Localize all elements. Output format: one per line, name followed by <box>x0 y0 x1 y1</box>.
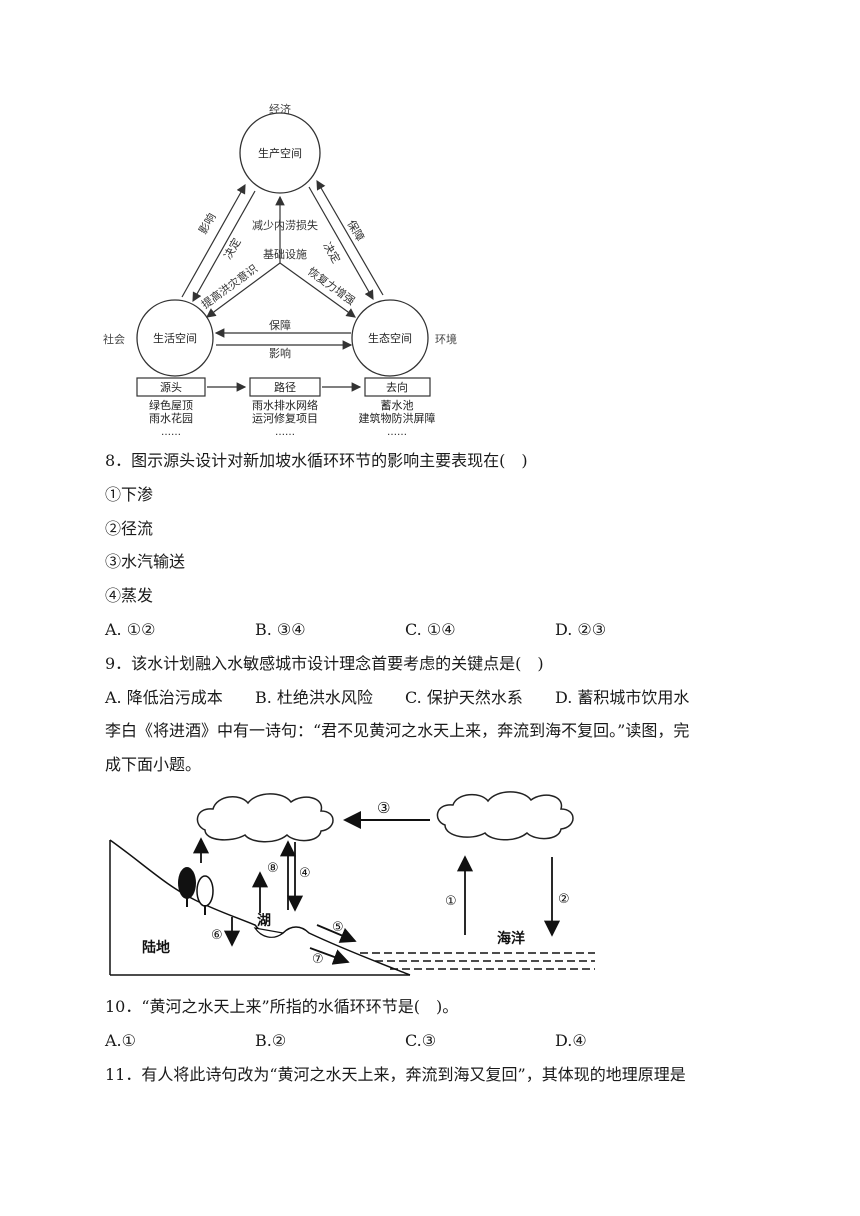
q8-option-d[interactable]: D. ②③ <box>555 620 607 639</box>
q9-stem: 9．该水计划融入水敏感城市设计理念首要考虑的关键点是( ) <box>105 654 544 673</box>
box-path <box>249 377 321 397</box>
arrow-infra-to-living <box>206 262 281 318</box>
label-1: ① <box>445 894 457 909</box>
box-source-label: 源头 <box>160 380 182 394</box>
node-ecology: 生态空间 <box>368 331 412 345</box>
arrow-infra-to-ecology <box>279 262 356 318</box>
q8-item-2: ②径流 <box>105 519 154 538</box>
arrow-7 <box>309 947 350 965</box>
box-source <box>136 377 206 397</box>
label-improve-flood: 提高洪灾意识 <box>199 261 261 311</box>
q8-item-3: ③水汽输送 <box>105 552 186 571</box>
label-bottom-influence: 影响 <box>269 347 291 360</box>
node-production-circle <box>239 112 321 194</box>
tree-1 <box>178 867 196 899</box>
q10-stem: 10．“黄河之水天上来”所指的水循环环节是( )。 <box>105 997 459 1016</box>
node-production: 生产空间 <box>258 146 302 160</box>
city-space-diagram: 经济 社会 环境 生产空间 生活空间 生态空间 影响 决定 保障 决定 减少内涝… <box>103 102 457 438</box>
label-lake: 湖 <box>257 913 271 929</box>
label-bottom-guarantee: 保障 <box>269 318 291 332</box>
path-item-3: …… <box>275 427 295 438</box>
destination-item-2: 建筑物防洪屏障 <box>359 411 436 425</box>
node-living-circle <box>136 299 214 377</box>
water-cycle-diagram: ③ 湖 海洋 陆地 ⑧ ④ ⑥ ⑤ ⑦ ① ② <box>109 791 595 976</box>
box-destination <box>364 377 431 397</box>
node-living: 生活空间 <box>153 331 197 345</box>
arrow-5 <box>316 924 357 943</box>
q8-stem: 8．图示源头设计对新加坡水循环环节的影响主要表现在( ) <box>105 451 528 470</box>
q10-option-b[interactable]: B.② <box>255 1031 287 1050</box>
path-item-2: 运河修复项目 <box>252 411 318 425</box>
intro-line-2: 成下面小题。 <box>105 755 202 774</box>
destination-item-1: 蓄水池 <box>381 399 414 412</box>
q8-item-4: ④蒸发 <box>105 586 154 605</box>
label-decide-left: 决定 <box>220 235 243 261</box>
path-item-1: 雨水排水网络 <box>252 398 318 412</box>
label-society: 社会 <box>103 332 125 346</box>
label-5: ⑤ <box>332 920 344 935</box>
q11-stem: 11．有人将此诗句改为“黄河之水天上来，奔流到海又复回”，其体现的地理原理是 <box>105 1065 686 1084</box>
arrow-ecology-to-production <box>316 179 384 296</box>
label-guarantee-right: 保障 <box>344 218 367 244</box>
label-6: ⑥ <box>211 928 223 943</box>
box-destination-label: 去向 <box>386 380 408 394</box>
label-4: ④ <box>299 866 311 881</box>
label-8: ⑧ <box>267 861 279 876</box>
source-item-1: 绿色屋顶 <box>149 398 193 412</box>
label-infrastructure: 基础设施 <box>263 248 307 261</box>
arrow-living-to-production <box>181 183 246 298</box>
label-7: ⑦ <box>312 952 324 967</box>
cloud-right <box>436 791 574 841</box>
lake <box>253 927 285 938</box>
q9-option-d[interactable]: D. 蓄积城市饮用水 <box>555 688 690 707</box>
label-restore: 恢复力增强 <box>305 264 358 308</box>
node-ecology-circle <box>351 299 429 377</box>
label-land: 陆地 <box>142 939 170 956</box>
source-item-3: …… <box>161 427 181 438</box>
q9-option-a[interactable]: A. 降低治污成本 <box>105 688 223 707</box>
label-2: ② <box>558 892 570 907</box>
arrow-production-to-living <box>192 190 256 303</box>
tree-2 <box>196 875 214 907</box>
q10-option-a[interactable]: A.① <box>105 1031 136 1050</box>
label-economy: 经济 <box>269 102 291 116</box>
label-environment: 环境 <box>435 332 457 346</box>
destination-item-3: …… <box>387 427 407 438</box>
q8-item-1: ①下渗 <box>105 485 154 504</box>
label-ocean: 海洋 <box>497 930 525 947</box>
label-reduce-flood: 减少内涝损失 <box>252 218 318 232</box>
cloud-left <box>196 793 334 843</box>
q10-option-c[interactable]: C.③ <box>405 1031 437 1050</box>
q10-option-d[interactable]: D.④ <box>555 1031 587 1050</box>
intro-line-1: 李白《将进酒》中有一诗句：“君不见黄河之水天上来，奔流到海不复回。”读图，完 <box>105 721 690 740</box>
q9-option-b[interactable]: B. 杜绝洪水风险 <box>255 688 373 707</box>
q8-option-b[interactable]: B. ③④ <box>255 620 306 639</box>
label-influence-left: 影响 <box>196 211 218 237</box>
q8-option-a[interactable]: A. ①② <box>105 620 156 639</box>
arrow-production-to-ecology <box>308 186 374 301</box>
q8-option-c[interactable]: C. ①④ <box>405 620 456 639</box>
box-path-label: 路径 <box>274 381 296 394</box>
label-3: ③ <box>377 799 390 817</box>
label-decide-right: 决定 <box>320 240 343 266</box>
source-item-2: 雨水花园 <box>149 412 193 425</box>
q9-option-c[interactable]: C. 保护天然水系 <box>405 688 523 707</box>
